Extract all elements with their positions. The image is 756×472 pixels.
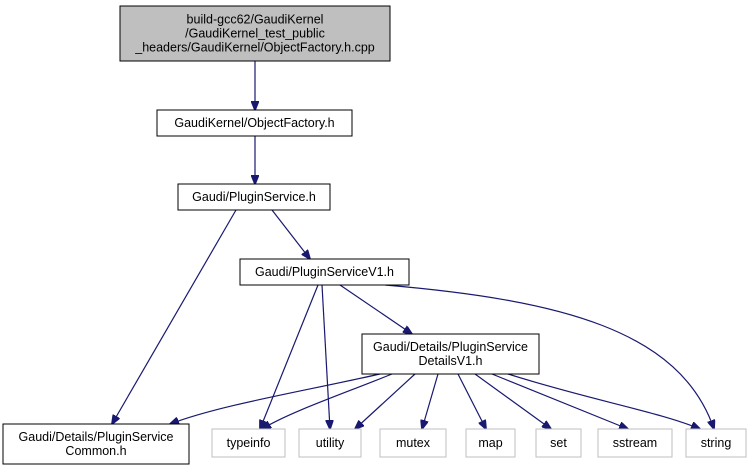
node-label-detailsv1: Gaudi/Details/PluginService xyxy=(373,340,528,354)
edge-pluginservice-to-common xyxy=(112,209,237,424)
node-box-pluginservice xyxy=(177,183,331,211)
edges-layer xyxy=(112,61,714,429)
node-objectfactory[interactable]: GaudiKernel/ObjectFactory.h xyxy=(156,109,353,137)
edge-detailsv1-to-mutex xyxy=(422,373,439,429)
node-mutex[interactable]: mutex xyxy=(379,428,447,458)
node-label-common: Common.h xyxy=(65,444,126,458)
node-label-set: set xyxy=(550,436,567,450)
node-typeinfo[interactable]: typeinfo xyxy=(211,428,286,458)
node-label-typeinfo: typeinfo xyxy=(227,436,271,450)
edge-detailsv1-to-set xyxy=(474,373,551,429)
node-box-utility xyxy=(298,428,362,458)
node-label-detailsv1: DetailsV1.h xyxy=(419,354,483,368)
edge-pluginservicev1-to-utility xyxy=(321,284,330,429)
node-label-sstream: sstream xyxy=(613,436,657,450)
node-map[interactable]: map xyxy=(465,428,516,458)
edge-detailsv1-to-map xyxy=(457,373,486,429)
node-box-map xyxy=(465,428,516,458)
edge-pluginservice-to-pluginservicev1 xyxy=(271,209,310,259)
edge-detailsv1-to-typeinfo xyxy=(262,373,393,429)
edge-pluginservicev1-to-string xyxy=(384,284,714,429)
node-label-objectfactory: GaudiKernel/ObjectFactory.h xyxy=(174,116,334,130)
node-box-objectfactory xyxy=(156,109,353,137)
node-label-utility: utility xyxy=(316,436,345,450)
node-label-root: /GaudiKernel_test_public xyxy=(185,27,325,41)
node-sstream[interactable]: sstream xyxy=(597,428,673,458)
node-utility[interactable]: utility xyxy=(298,428,362,458)
edge-detailsv1-to-string xyxy=(507,373,700,429)
edge-detailsv1-to-sstream xyxy=(491,373,628,429)
node-box-mutex xyxy=(379,428,447,458)
nodes-layer: build-gcc62/GaudiKernel/GaudiKernel_test… xyxy=(2,5,747,465)
node-box-root xyxy=(119,5,391,62)
node-label-mutex: mutex xyxy=(396,436,431,450)
node-label-string: string xyxy=(701,436,732,450)
edge-pluginservicev1-to-detailsv1 xyxy=(339,284,412,334)
node-box-detailsv1 xyxy=(361,333,540,375)
node-label-pluginservicev1: Gaudi/PluginServiceV1.h xyxy=(255,265,394,279)
node-label-common: Gaudi/Details/PluginService xyxy=(19,430,174,444)
node-box-typeinfo xyxy=(211,428,286,458)
node-box-set xyxy=(535,428,582,458)
edge-pluginservicev1-to-typeinfo xyxy=(260,284,319,429)
node-box-sstream xyxy=(597,428,673,458)
edge-detailsv1-to-utility xyxy=(355,373,416,429)
node-set[interactable]: set xyxy=(535,428,582,458)
node-label-pluginservice: Gaudi/PluginService.h xyxy=(192,190,316,204)
node-box-string xyxy=(685,428,747,458)
node-pluginservice[interactable]: Gaudi/PluginService.h xyxy=(177,183,331,211)
node-label-root: build-gcc62/GaudiKernel xyxy=(187,13,324,27)
node-box-common xyxy=(2,423,190,465)
node-root[interactable]: build-gcc62/GaudiKernel/GaudiKernel_test… xyxy=(119,5,391,62)
node-label-root: _headers/GaudiKernel/ObjectFactory.h.cpp xyxy=(134,41,375,55)
node-string[interactable]: string xyxy=(685,428,747,458)
edge-detailsv1-to-common xyxy=(170,373,381,424)
node-box-pluginservicev1 xyxy=(239,258,410,286)
node-pluginservicev1[interactable]: Gaudi/PluginServiceV1.h xyxy=(239,258,410,286)
node-label-map: map xyxy=(478,436,502,450)
